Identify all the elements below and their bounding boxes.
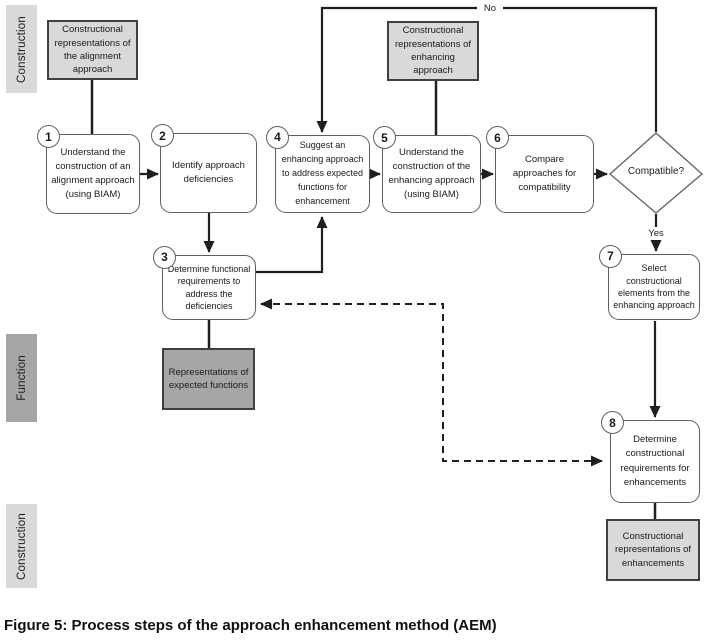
- artifact-text: Constructional representations of enhanc…: [614, 531, 692, 569]
- step-5-understand-enhancing-construction: 5 Understand the construction of the enh…: [373, 126, 481, 213]
- artifact-text: Constructional representations of enhanc…: [394, 25, 472, 77]
- step-number-badge: 7: [599, 245, 622, 268]
- step-number-badge: 8: [601, 411, 624, 434]
- artifact-enhancing-representations: Constructional representations of enhanc…: [387, 21, 479, 81]
- artifact-alignment-representations: Constructional representations of the al…: [47, 20, 138, 80]
- dashed-arrow-step3-step8: [260, 298, 603, 467]
- step-number-badge: 4: [266, 126, 289, 149]
- step-1-understand-alignment-construction: 1 Understand the construction of an alig…: [37, 125, 140, 214]
- arrow-step3-to-step4: [256, 216, 328, 274]
- step-text: Understand the construction of an alignm…: [51, 146, 135, 201]
- artifact-enhancement-representations: Constructional representations of enhanc…: [606, 519, 700, 581]
- artifact-text: Representations of expected functions: [168, 366, 249, 391]
- lane-label: Construction: [15, 512, 28, 580]
- step-8-determine-constructional-requirements: 8 Determine constructional requirements …: [601, 411, 700, 503]
- step-7-select-constructional-elements: 7 Select constructional elements from th…: [599, 245, 700, 320]
- step-2-identify-deficiencies: 2 Identify approach deficiencies: [151, 124, 257, 213]
- step-number-badge: 3: [153, 246, 176, 269]
- lane-construction-bottom: Construction: [6, 504, 37, 588]
- branch-label-no: No: [477, 2, 503, 14]
- step-6-compare-approaches: 6 Compare approaches for compatibility: [486, 126, 594, 213]
- figure-caption: Figure 5: Process steps of the approach …: [4, 617, 497, 634]
- artifact-expected-functions: Representations of expected functions: [162, 348, 255, 410]
- step-number-badge: 5: [373, 126, 396, 149]
- arrow-decision-no-to-step4: [316, 6, 658, 133]
- step-4-suggest-enhancing-approach: 4 Suggest an enhancing approach to addre…: [266, 126, 370, 213]
- decision-question-label: Compatible?: [627, 166, 685, 177]
- step-number-badge: 6: [486, 126, 509, 149]
- step-number-badge: 2: [151, 124, 174, 147]
- lane-construction-top: Construction: [6, 5, 37, 93]
- step-text: Identify approach deficiencies: [172, 159, 245, 185]
- decision-diamond: [609, 132, 703, 214]
- step-text: Select constructional elements from the …: [613, 263, 695, 311]
- step-number-badge: 1: [37, 125, 60, 148]
- step-3-determine-functional-requirements: 3 Determine functional requirements to a…: [153, 246, 256, 320]
- step-text: Understand the construction of the enhan…: [388, 146, 475, 201]
- lane-function: Function: [6, 334, 37, 422]
- lane-label: Function: [15, 355, 28, 401]
- branch-label-yes: Yes: [641, 227, 671, 240]
- step-text: Determine constructional requirements fo…: [620, 434, 690, 488]
- step-text: Suggest an enhancing approach to address…: [281, 140, 364, 206]
- lane-label: Construction: [15, 15, 28, 83]
- artifact-text: Constructional representations of the al…: [54, 24, 131, 76]
- step-text: Determine functional requirements to add…: [167, 263, 251, 311]
- step-text: Compare approaches for compatibility: [512, 153, 577, 194]
